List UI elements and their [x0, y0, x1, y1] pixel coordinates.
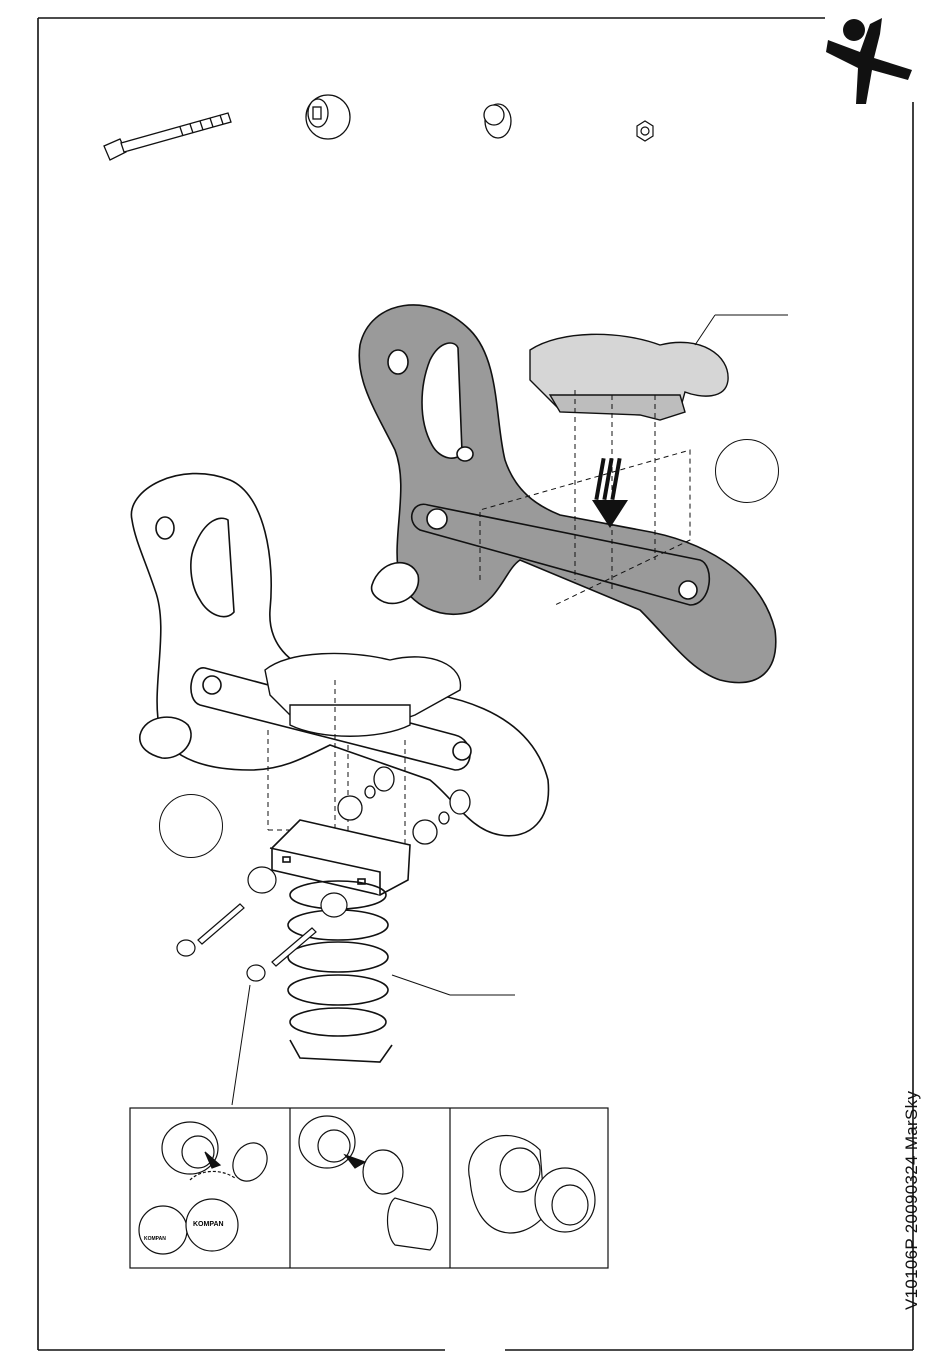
person-jumping-icon [826, 18, 912, 104]
step-callout-circle-b [159, 794, 223, 858]
document-code: V10106P 20090324 MarSky [902, 1091, 922, 1310]
assembly-arrow-icon [592, 458, 628, 528]
bolts-lower [177, 867, 347, 981]
callout-leader-seat [695, 315, 715, 345]
seat-top-upper [530, 334, 728, 420]
detail-panel-3 [469, 1136, 595, 1233]
nut-part [637, 121, 653, 141]
step-callout-circle-a [715, 439, 779, 503]
mounting-bracket [270, 820, 410, 895]
detail-panel-1 [139, 1122, 274, 1254]
callout-leader-spring [392, 975, 450, 995]
detail-panel-2 [299, 1116, 438, 1250]
cover-cap-part [484, 104, 511, 138]
cap-brand-small: KOMPAN [144, 1236, 166, 1242]
cap-nut-part [306, 95, 350, 139]
bolt-part [104, 113, 231, 160]
detail-leader [232, 985, 250, 1105]
cap-brand-large: KOMPAN [193, 1221, 224, 1228]
